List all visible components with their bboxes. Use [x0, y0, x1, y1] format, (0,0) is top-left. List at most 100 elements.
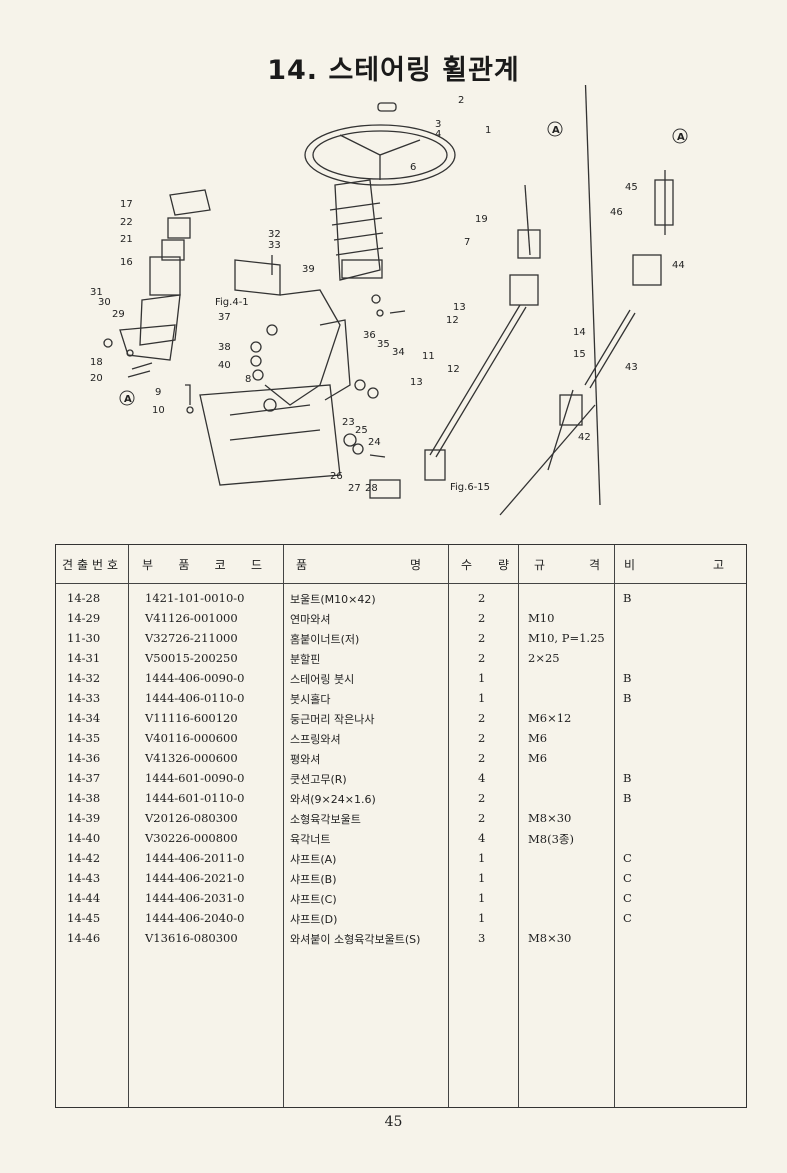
cell-part: V13616-080300 [145, 931, 238, 945]
cell-name: 소형육각보울트 [290, 813, 361, 826]
cell-name: 쿳션고무(R) [290, 773, 347, 786]
callout-label: 19 [475, 214, 488, 225]
cell-no: 14-45 [67, 911, 101, 925]
callout-label: 20 [90, 373, 103, 384]
cell-no: 14-32 [67, 671, 101, 685]
cell-no: 14-46 [67, 931, 101, 945]
cell-part: 1444-406-2040-0 [145, 911, 245, 925]
cell-spec: M8×30 [528, 931, 572, 945]
callout-label: 1 [485, 125, 491, 136]
cell-qty: 2 [478, 591, 486, 605]
cell-part: 1444-406-2011-0 [145, 851, 245, 865]
cell-part: 1444-406-0090-0 [145, 671, 245, 685]
cell-name: 샤프트(C) [290, 893, 337, 906]
cell-note: C [623, 871, 632, 885]
callout-label: 6 [410, 162, 416, 173]
cell-name: 샤프트(A) [290, 853, 337, 866]
cell-name: 둥근머리 작은나사 [290, 713, 375, 726]
callout-label: 43 [625, 362, 638, 373]
cell-qty: 2 [478, 611, 486, 625]
cell-no: 14-36 [67, 751, 101, 765]
cell-no: 14-42 [67, 851, 101, 865]
callout-label: 26 [330, 471, 343, 482]
cell-spec: M6 [528, 751, 548, 765]
cell-note: B [623, 691, 632, 705]
cell-no: 14-29 [67, 611, 101, 625]
cell-no: 14-43 [67, 871, 101, 885]
cell-name: 육각너트 [290, 833, 331, 846]
callout-label: 23 [342, 417, 355, 428]
marker-label: A [124, 394, 132, 405]
cell-spec: M8(3종) [528, 832, 574, 846]
cell-qty: 2 [478, 711, 486, 725]
cell-name: 붓시홀다 [290, 693, 331, 706]
cell-spec: M10, P=1.25 [528, 631, 605, 645]
cell-note: C [623, 851, 632, 865]
callout-label: 27 [348, 483, 361, 494]
cell-part: 1444-601-0090-0 [145, 771, 245, 785]
callout-label: 30 [98, 297, 111, 308]
cell-part: 1444-406-2021-0 [145, 871, 245, 885]
cell-part: V50015-200250 [145, 651, 238, 665]
cell-no: 14-28 [67, 591, 101, 605]
cell-name: 스프링와셔 [290, 733, 341, 746]
cell-name: 평와셔 [290, 753, 321, 766]
callout-label: 8 [245, 374, 251, 385]
cell-name: 홈붙이너트(저) [290, 633, 360, 646]
callout-label: 18 [90, 357, 103, 368]
cell-qty: 1 [478, 891, 486, 905]
cell-no: 14-33 [67, 691, 101, 705]
callout-label: 42 [578, 432, 591, 443]
callout-label: 11 [422, 351, 435, 362]
callout-label: 21 [120, 234, 133, 245]
page-title: 14. 스테어링 휠관계 [267, 55, 520, 86]
callout-label: 38 [218, 342, 231, 353]
cell-spec: M10 [528, 611, 555, 625]
callout-label: 45 [625, 182, 638, 193]
cell-no: 14-37 [67, 771, 101, 785]
cell-part: V41326-000600 [145, 751, 238, 765]
cell-name: 와셔(9×24×1.6) [290, 793, 376, 806]
callout-label: 12 [446, 315, 459, 326]
cell-part: V40116-000600 [145, 731, 238, 745]
cell-qty: 2 [478, 731, 486, 745]
cell-no: 14-31 [67, 651, 101, 665]
cell-no: 14-44 [67, 891, 101, 905]
cell-qty: 2 [478, 651, 486, 665]
callout-label: 17 [120, 199, 133, 210]
cell-qty: 2 [478, 791, 486, 805]
callout-label: 9 [155, 387, 161, 398]
page-number: 45 [384, 1114, 403, 1130]
callout-label: 37 [218, 312, 231, 323]
cell-qty: 1 [478, 911, 486, 925]
cell-name: 연마와셔 [290, 613, 331, 626]
cell-note: B [623, 591, 632, 605]
exploded-parts-diagram: 2 3 4 1 6 7 8 9 10 11 12 12 13 13 14 15 … [90, 85, 688, 516]
callout-label: 32 [268, 229, 281, 240]
cell-no: 14-38 [67, 791, 101, 805]
callout-label: 22 [120, 217, 133, 228]
cell-qty: 4 [478, 831, 486, 845]
callout-label: 13 [410, 377, 423, 388]
callout-label: 44 [672, 260, 685, 271]
cell-qty: 1 [478, 871, 486, 885]
cell-no: 14-40 [67, 831, 101, 845]
cell-part: V11116-600120 [145, 711, 238, 725]
cell-name: 샤프트(D) [290, 913, 338, 926]
